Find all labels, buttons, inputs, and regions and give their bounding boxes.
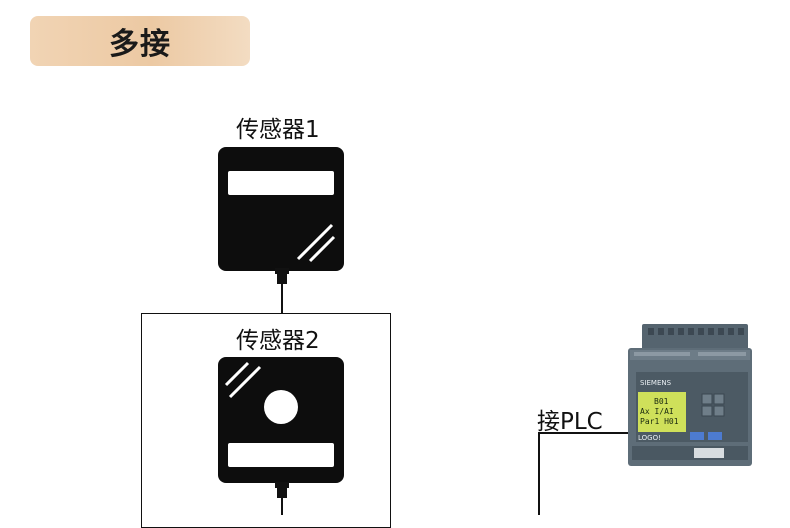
title-text: 多接 [109,27,171,62]
sensor2-label: 传感器2 [236,328,320,354]
title-badge: 多接 [30,16,250,66]
sensor1-connector [275,268,289,314]
plc-wire-vertical [538,433,540,515]
sensor2-connector [275,482,289,515]
plc-screen-line1: B01 [654,397,669,406]
plc-model: LOGO! [638,434,661,442]
sensor1-icon [218,147,344,271]
plc-screen-line3: Par1 H01 [640,417,679,426]
plc-label: 接PLC [537,409,603,435]
plc-brand: SIEMENS [640,379,672,387]
plc-screen-line2: Ax I/AI [640,407,674,416]
plc-wire-horizontal [538,432,638,434]
sensor2-icon [218,357,344,483]
sensor1-label: 传感器1 [236,117,320,143]
plc-device-icon: SIEMENS B01 Ax I/AI Par1 H01 LOGO! [628,324,752,466]
